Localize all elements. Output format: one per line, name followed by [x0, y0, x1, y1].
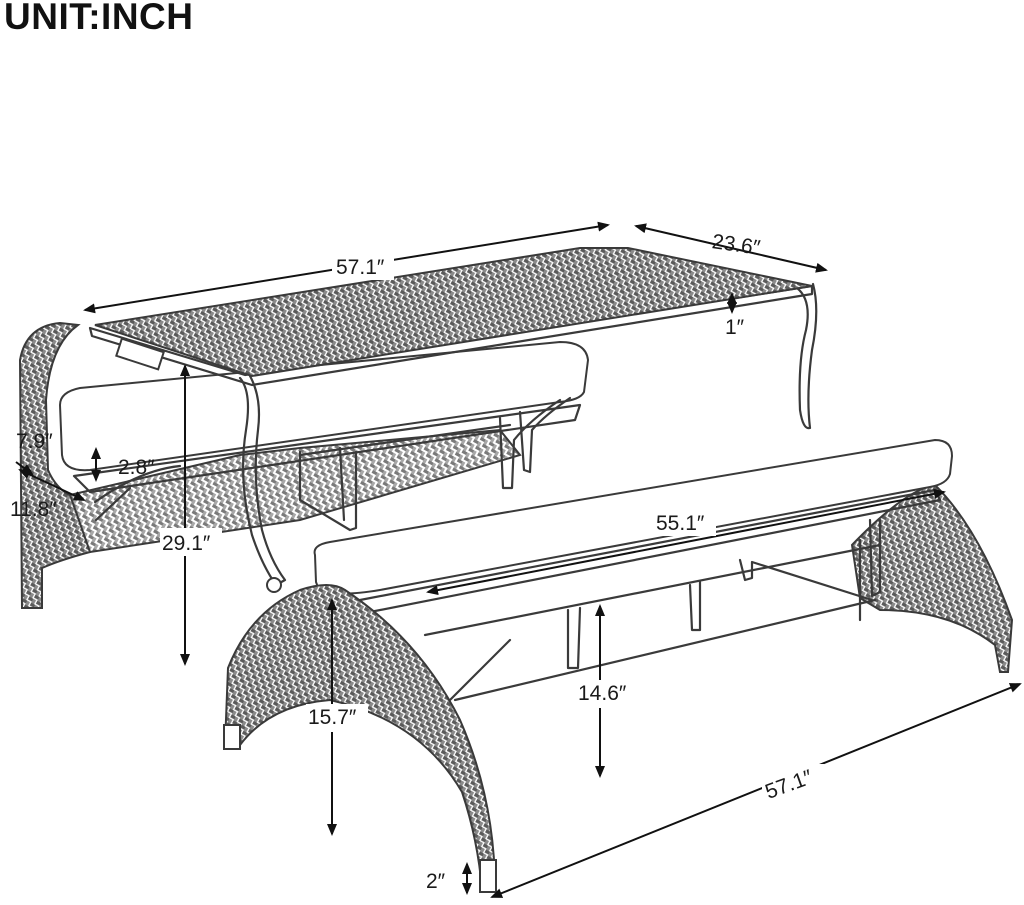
table-hinge-clip — [115, 337, 165, 371]
front-bench-under-frame — [738, 558, 874, 602]
label-seat-height: 14.6″ — [578, 682, 627, 705]
label-back-gap: 2.8″ — [118, 456, 155, 479]
arrow-bench-length — [490, 683, 1022, 898]
back-bench-left-side-panel — [18, 321, 92, 609]
label-leg-height: 15.7″ — [308, 706, 357, 729]
label-back-height: 7.9″ — [16, 430, 53, 453]
unit-title: UNIT:INCH — [4, 0, 194, 37]
front-bench-left-side-panel — [223, 584, 497, 891]
label-cushion-length: 55.1″ — [656, 512, 705, 535]
arrow-cushion-length — [426, 488, 946, 596]
label-back-depth: 11.8″ — [10, 498, 57, 521]
label-table-width: 23.6″ — [711, 230, 763, 260]
table-right-leg — [795, 282, 818, 430]
arrow-table-width — [634, 223, 828, 273]
label-table-thickness: 1″ — [725, 316, 745, 339]
label-table-height: 29.1″ — [162, 532, 211, 555]
arrow-back-depth — [18, 469, 86, 501]
table-top-edge — [88, 284, 814, 387]
label-table-length: 57.1″ — [336, 256, 385, 279]
back-bench-right-support — [498, 398, 562, 490]
label-foot-height: 2″ — [426, 870, 446, 893]
dimension-labels: 57.1″ 23.6″ 1″ 7.9″ 2.8″ 11.8″ 29.1″ 55.… — [10, 230, 824, 893]
